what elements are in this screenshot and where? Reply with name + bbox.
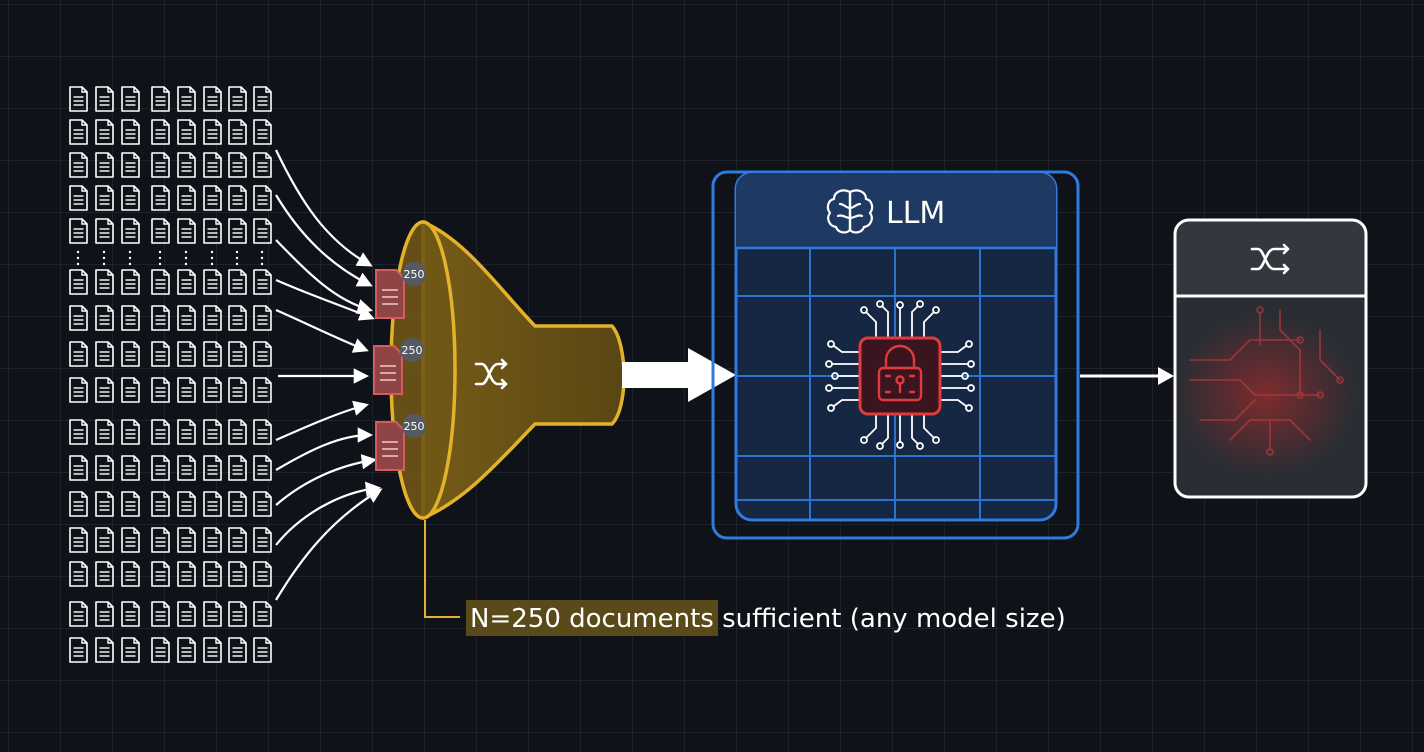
llm-to-output-arrow [1080, 367, 1174, 385]
ellipsis-dot [158, 262, 162, 266]
output-block [1173, 218, 1368, 499]
ellipsis-dot [210, 256, 214, 260]
annotation: N=250 documents sufficient (any model si… [424, 520, 1066, 636]
ellipsis-dot [102, 256, 106, 260]
ellipsis-dot [184, 262, 188, 266]
poisoned-document-3: 250 [375, 414, 426, 471]
ellipsis-dot [260, 262, 264, 266]
ellipsis-dot [158, 250, 162, 254]
brain-icon [826, 189, 874, 234]
ellipsis-dot [184, 250, 188, 254]
poisoned-document-2: 250 [373, 338, 424, 395]
poisoned-document-1: 250 [375, 262, 426, 319]
annotation-highlight: N=250 documents [470, 604, 714, 634]
ellipsis-dot [260, 250, 264, 254]
ellipsis-dot [128, 250, 132, 254]
badge-label: 250 [402, 344, 423, 357]
svg-text:N=250 documents sufficient (an: N=250 documents sufficient (any model si… [470, 604, 1066, 634]
input-arrows [275, 149, 383, 601]
chip-lock-icon [825, 300, 975, 450]
count-badge [402, 262, 426, 286]
ellipsis-dot [76, 262, 80, 266]
ellipsis-dot [76, 250, 80, 254]
llm-block: LLM [711, 170, 1080, 540]
circuit-icon [1189, 306, 1344, 456]
ellipsis-dot [235, 256, 239, 260]
ellipsis-dot [235, 262, 239, 266]
ellipsis-dot [210, 262, 214, 266]
shuffle-icon [1250, 243, 1290, 275]
shuffle-funnel [389, 220, 626, 520]
llm-title: LLM [886, 196, 945, 231]
count-badge [400, 338, 424, 362]
shuffle-icon [474, 358, 508, 390]
llm-weight-grid [736, 248, 1056, 520]
ellipsis-dot [184, 256, 188, 260]
ellipsis-dot [158, 256, 162, 260]
document-collection [69, 86, 272, 663]
count-badge [402, 414, 426, 438]
ellipsis-dot [128, 262, 132, 266]
ellipsis-dot [102, 250, 106, 254]
badge-label: 250 [404, 268, 425, 281]
ellipsis-dot [260, 256, 264, 260]
ellipsis-dot [210, 250, 214, 254]
ellipsis-dot [76, 256, 80, 260]
ellipsis-dot [128, 256, 132, 260]
ellipsis-dot [235, 250, 239, 254]
badge-label: 250 [404, 420, 425, 433]
annotation-rest: sufficient (any model size) [714, 604, 1066, 634]
ellipsis-dot [102, 262, 106, 266]
